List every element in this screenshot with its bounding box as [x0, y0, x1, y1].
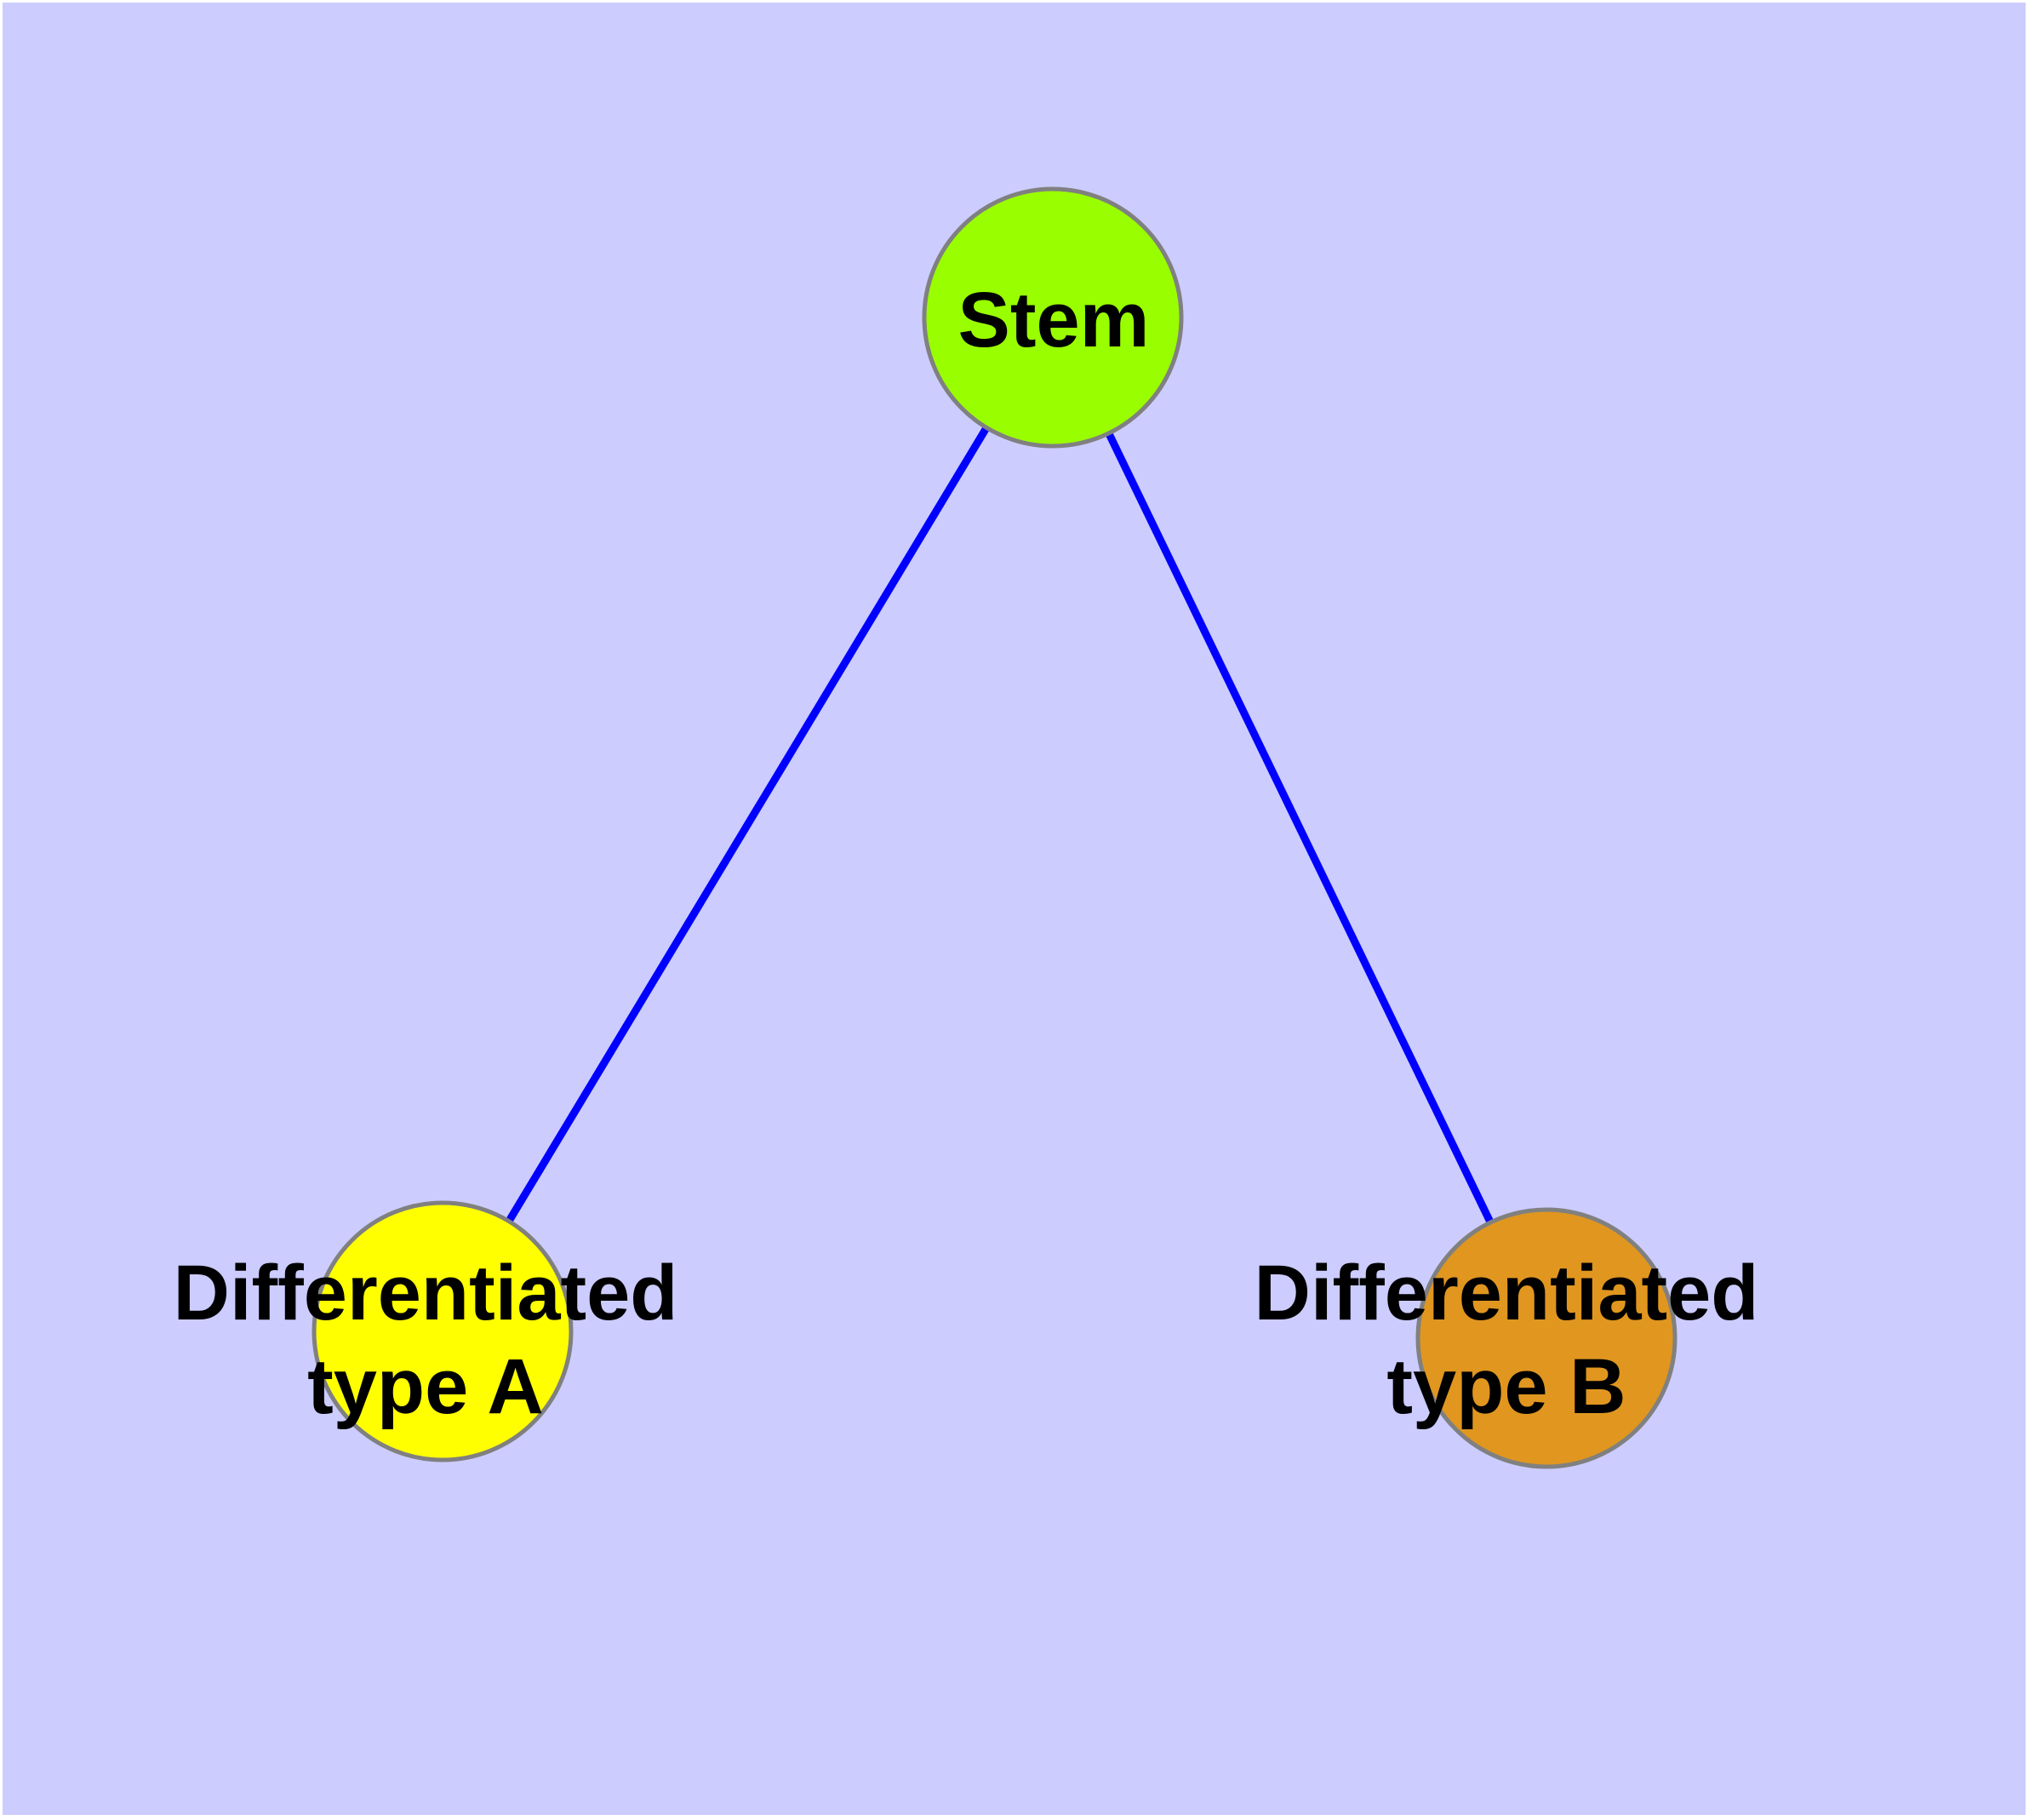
node-differentiated-type-b — [1415, 1207, 1677, 1469]
node-type-b-label-line1: Differentiated — [1255, 1250, 1759, 1336]
node-type-a-label-line2: type A — [307, 1343, 544, 1430]
node-stem — [922, 186, 1184, 449]
node-type-a-label-line1: Differentiated — [174, 1250, 678, 1336]
edge-stem-to-type-b — [1049, 316, 1551, 1340]
node-differentiated-type-a — [311, 1200, 574, 1462]
edge-stem-to-type-a — [439, 315, 1056, 1334]
node-type-b-label-line2: type B — [1386, 1343, 1626, 1430]
node-stem-label: Stem — [958, 277, 1150, 363]
